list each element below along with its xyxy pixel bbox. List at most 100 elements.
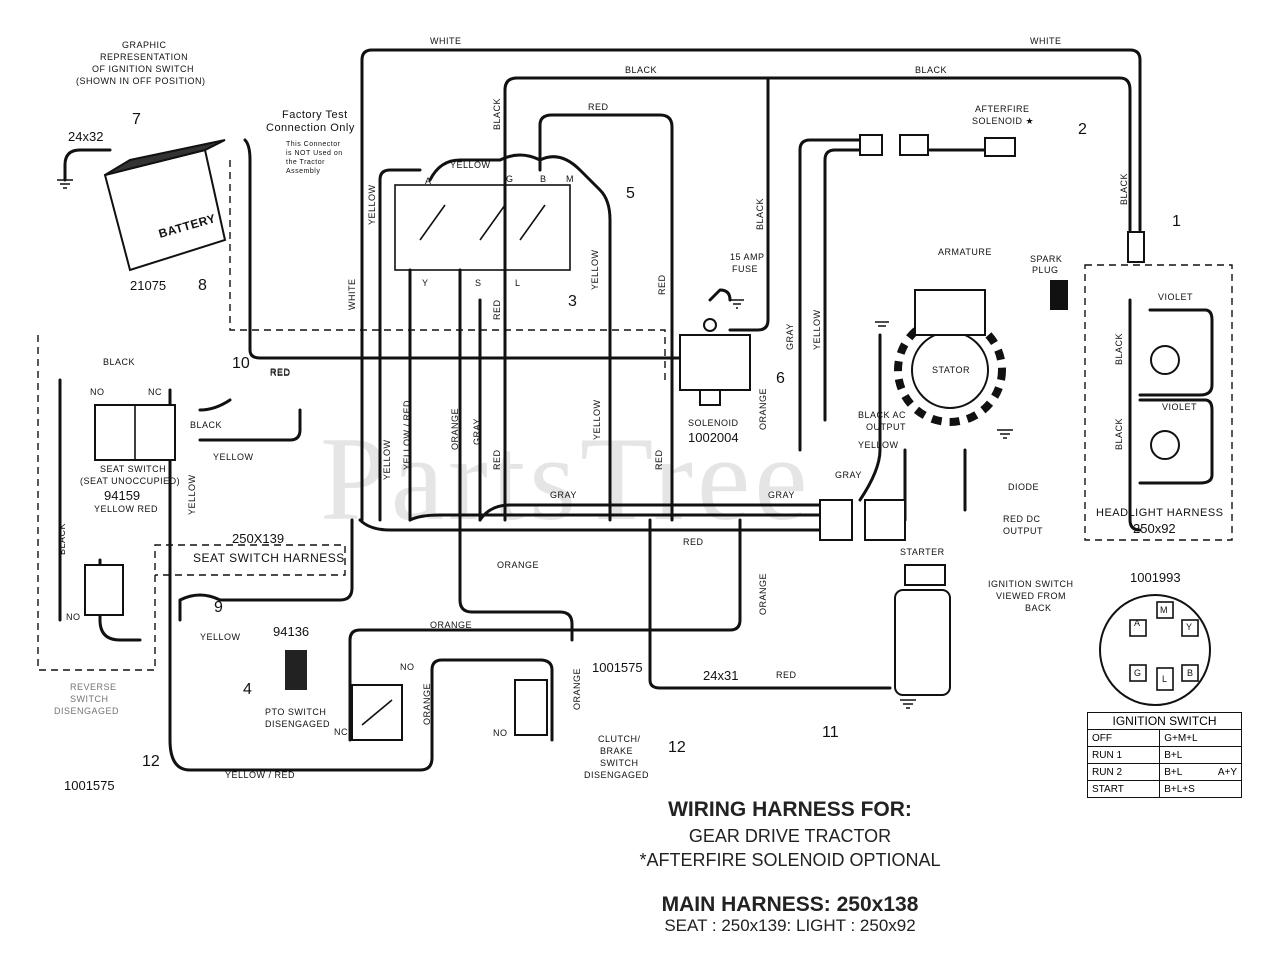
ignition-back-view xyxy=(1099,594,1211,706)
svg-text:GRAY: GRAY xyxy=(835,470,862,480)
svg-text:VIEWED FROM: VIEWED FROM xyxy=(996,591,1066,601)
svg-text:15 AMP: 15 AMP xyxy=(730,252,765,262)
svg-text:12: 12 xyxy=(668,739,686,756)
svg-text:RED: RED xyxy=(776,670,797,680)
table-row: OFF G+M+L xyxy=(1086,729,1242,747)
svg-text:OUTPUT: OUTPUT xyxy=(1003,526,1043,536)
table-title: IGNITION SWITCH xyxy=(1087,712,1242,730)
svg-text:OF IGNITION SWITCH: OF IGNITION SWITCH xyxy=(92,64,194,74)
svg-text:11: 11 xyxy=(822,724,839,741)
svg-text:1002004: 1002004 xyxy=(688,430,739,445)
svg-text:G: G xyxy=(1134,668,1142,678)
svg-text:1001575: 1001575 xyxy=(592,660,643,675)
svg-text:4: 4 xyxy=(243,681,252,698)
afterfire-solenoid xyxy=(859,134,1068,310)
svg-text:the Tractor: the Tractor xyxy=(286,159,325,166)
svg-text:REVERSE: REVERSE xyxy=(70,682,117,692)
svg-text:3: 3 xyxy=(568,293,577,310)
svg-text:NO: NO xyxy=(400,662,415,672)
svg-text:BRAKE: BRAKE xyxy=(600,746,633,756)
svg-text:GRAY: GRAY xyxy=(768,490,795,500)
svg-text:ORANGE: ORANGE xyxy=(758,573,768,615)
svg-text:HEADLIGHT HARNESS: HEADLIGHT HARNESS xyxy=(1096,507,1224,519)
svg-text:9: 9 xyxy=(214,599,223,616)
svg-text:GRAPHIC: GRAPHIC xyxy=(122,40,167,50)
svg-text:SWITCH: SWITCH xyxy=(70,694,109,704)
svg-text:(SHOWN IN OFF POSITION): (SHOWN IN OFF POSITION) xyxy=(76,76,206,86)
svg-text:RED DC: RED DC xyxy=(1003,514,1041,524)
svg-text:PTO SWITCH: PTO SWITCH xyxy=(265,707,326,717)
svg-text:BLACK: BLACK xyxy=(103,357,135,367)
svg-text:SOLENOID ★: SOLENOID ★ xyxy=(972,116,1034,126)
callout-numbers: 1 2 3 4 5 6 7 8 9 10 11 12 12 xyxy=(132,111,1181,770)
svg-text:RED: RED xyxy=(588,102,609,112)
pto-clutch-switches xyxy=(285,650,548,741)
svg-text:ORANGE: ORANGE xyxy=(497,560,539,570)
svg-text:FUSE: FUSE xyxy=(732,264,758,274)
ignition-switch-graphic xyxy=(394,184,571,271)
svg-text:YELLOW: YELLOW xyxy=(450,160,491,170)
svg-text:ORANGE: ORANGE xyxy=(450,408,460,450)
svg-text:VIOLET: VIOLET xyxy=(1158,292,1193,302)
svg-text:SOLENOID: SOLENOID xyxy=(688,418,739,428)
svg-text:BLACK: BLACK xyxy=(190,420,222,430)
svg-text:YELLOW: YELLOW xyxy=(187,474,197,515)
svg-text:7: 7 xyxy=(132,111,141,128)
harness-boundaries xyxy=(37,160,1233,671)
svg-text:CLUTCH/: CLUTCH/ xyxy=(598,734,641,744)
svg-text:OUTPUT: OUTPUT xyxy=(866,422,906,432)
svg-text:BACK: BACK xyxy=(1025,603,1052,613)
svg-text:WHITE: WHITE xyxy=(1030,36,1062,46)
svg-text:RED: RED xyxy=(492,449,502,470)
svg-text:SWITCH: SWITCH xyxy=(600,758,639,768)
svg-text:NC: NC xyxy=(334,727,348,737)
battery: BATTERY xyxy=(103,139,227,272)
seat-switch xyxy=(84,404,176,616)
svg-text:RED: RED xyxy=(683,537,704,547)
svg-text:ARMATURE: ARMATURE xyxy=(938,247,992,257)
svg-text:AFTERFIRE: AFTERFIRE xyxy=(975,104,1030,114)
svg-text:ORANGE: ORANGE xyxy=(758,388,768,430)
svg-text:A: A xyxy=(1134,618,1141,628)
svg-text:G: G xyxy=(506,174,514,184)
svg-text:YELLOW RED: YELLOW RED xyxy=(94,504,158,514)
main-harness-label: MAIN HARNESS: 250x138 xyxy=(661,893,919,916)
diagram-title: WIRING HARNESS FOR: xyxy=(668,798,912,821)
harness-connector xyxy=(819,499,906,541)
svg-text:M: M xyxy=(1160,605,1168,615)
svg-text:1: 1 xyxy=(1172,213,1181,230)
svg-text:IGNITION SWITCH: IGNITION SWITCH xyxy=(988,579,1074,589)
svg-text:BLACK: BLACK xyxy=(1114,333,1124,365)
svg-text:24x31: 24x31 xyxy=(703,668,738,683)
svg-text:M: M xyxy=(566,174,574,184)
svg-text:ORANGE: ORANGE xyxy=(572,668,582,710)
svg-text:SEAT SWITCH: SEAT SWITCH xyxy=(100,464,166,474)
svg-text:SEAT SWITCH HARNESS: SEAT SWITCH HARNESS xyxy=(193,551,345,565)
svg-text:is NOT Used on: is NOT Used on xyxy=(286,150,343,157)
svg-text:BLACK: BLACK xyxy=(915,65,947,75)
svg-text:10: 10 xyxy=(232,355,250,372)
headlight-bulbs xyxy=(1127,231,1180,460)
svg-text:12: 12 xyxy=(142,753,160,770)
svg-text:250X139: 250X139 xyxy=(232,531,284,546)
svg-text:DISENGAGED: DISENGAGED xyxy=(54,706,119,716)
svg-text:GRAY: GRAY xyxy=(550,490,577,500)
svg-text:NO: NO xyxy=(66,612,81,622)
diagram-note: *AFTERFIRE SOLENOID OPTIONAL xyxy=(639,850,941,870)
svg-text:S: S xyxy=(475,278,482,288)
svg-text:250x92: 250x92 xyxy=(1133,521,1176,536)
svg-text:YELLOW: YELLOW xyxy=(367,184,377,225)
ignition-switch-table: IGNITION SWITCH OFF G+M+L RUN 1 B+L RUN … xyxy=(1086,712,1242,798)
svg-text:BLACK: BLACK xyxy=(755,198,765,230)
svg-text:2: 2 xyxy=(1078,121,1087,138)
svg-text:NC: NC xyxy=(148,387,162,397)
svg-text:YELLOW: YELLOW xyxy=(382,439,392,480)
svg-text:5: 5 xyxy=(626,185,635,202)
svg-text:BLACK: BLACK xyxy=(1119,173,1129,205)
svg-text:21075: 21075 xyxy=(130,278,166,293)
svg-text:REPRESENTATION: REPRESENTATION xyxy=(100,52,188,62)
svg-text:WHITE: WHITE xyxy=(430,36,462,46)
svg-text:This Connector: This Connector xyxy=(286,141,341,148)
svg-text:VIOLET: VIOLET xyxy=(1162,402,1197,412)
